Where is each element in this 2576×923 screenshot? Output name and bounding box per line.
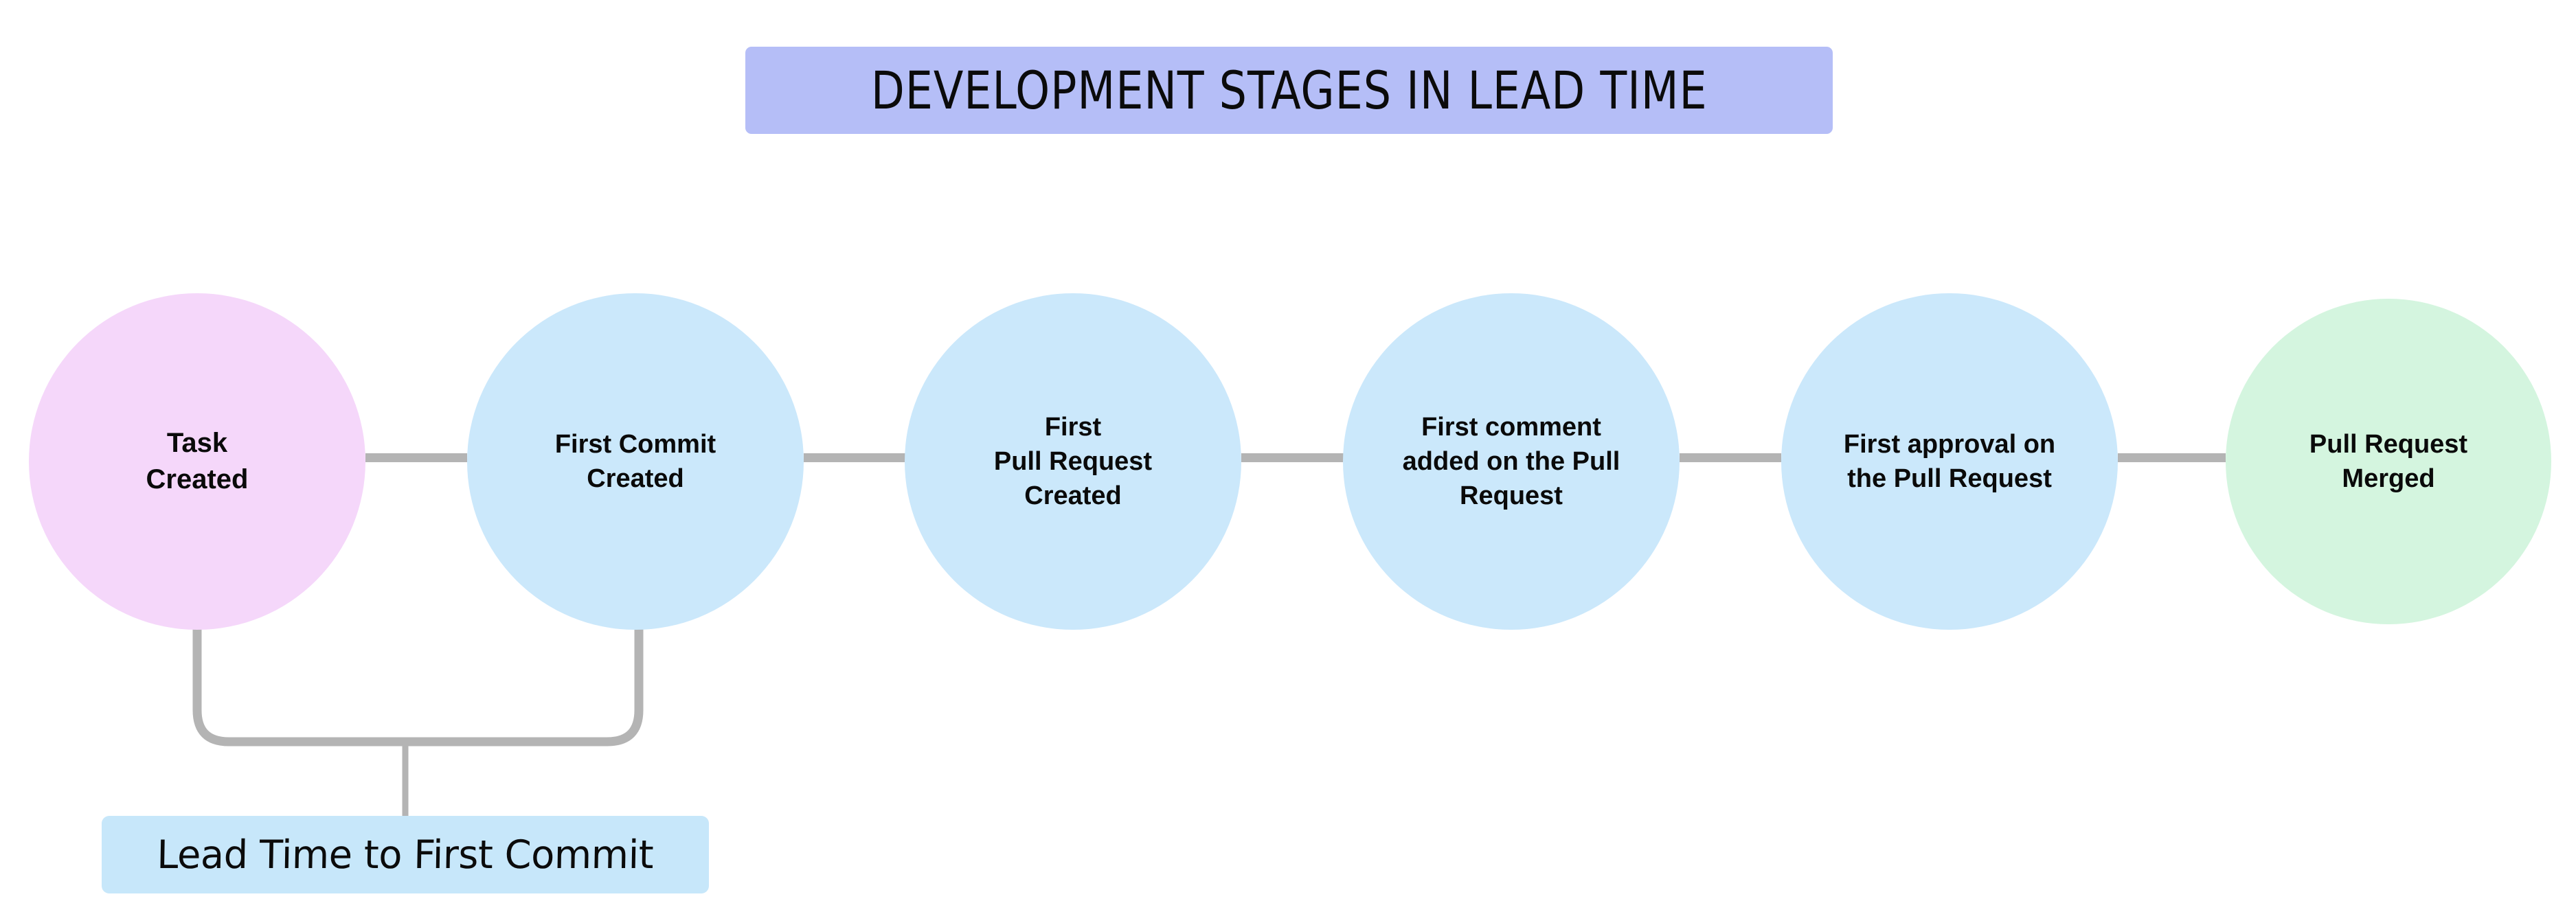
stage-label-first-approval-on-pull-request: First approval on the Pull Request (1843, 429, 2056, 493)
stage-node-first-comment-on-pull-request[interactable]: First comment added on the Pull Request (1343, 293, 1680, 630)
stage-connector-group (365, 453, 2226, 462)
connector-first-pull-request-created-to-first-comment-on-pull-request (1241, 453, 1344, 462)
page-title: DEVELOPMENT STAGES IN LEAD TIME (745, 47, 1833, 134)
stage-label-first-pull-request-created: First Pull Request Created (993, 412, 1153, 511)
stage-node-pull-request-merged[interactable]: Pull Request Merged (2226, 299, 2551, 624)
lead-time-label-text: Lead Time to First Commit (157, 832, 654, 878)
stage-node-task-created[interactable]: Task Created (29, 293, 365, 630)
stage-node-first-pull-request-created[interactable]: First Pull Request Created (905, 293, 1241, 630)
stage-label-first-comment-on-pull-request: First comment added on the Pull Request (1402, 412, 1620, 511)
stage-node-first-commit-created[interactable]: First Commit Created (467, 293, 804, 630)
lead-time-label-chip[interactable]: Lead Time to First Commit (102, 816, 709, 893)
stage-label-pull-request-merged: Pull Request Merged (2309, 429, 2468, 493)
lead-time-bracket (192, 628, 644, 817)
connector-task-created-to-first-commit-created (365, 453, 467, 462)
connector-first-approval-on-pull-request-to-pull-request-merged (2118, 453, 2226, 462)
stage-label-first-commit-created: First Commit Created (554, 429, 716, 493)
connector-first-comment-on-pull-request-to-first-approval-on-pull-request (1680, 453, 1781, 462)
stage-label-task-created: Task Created (146, 428, 249, 494)
connector-first-commit-created-to-first-pull-request-created (804, 453, 905, 462)
bracket-path (192, 628, 644, 747)
stage-node-first-approval-on-pull-request[interactable]: First approval on the Pull Request (1781, 293, 2118, 630)
page-title-text: DEVELOPMENT STAGES IN LEAD TIME (870, 59, 1708, 121)
